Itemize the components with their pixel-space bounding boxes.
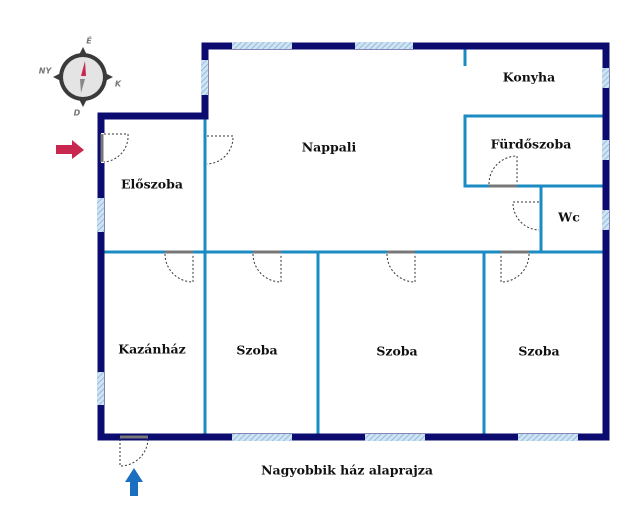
room-label-konyha: Konyha: [503, 70, 555, 85]
entry-arrow-icon: [56, 140, 84, 159]
room-label-furdoszoba: Fürdőszoba: [491, 137, 572, 152]
compass-icon: É K D NY: [39, 35, 122, 118]
room-label-szoba-3: Szoba: [518, 344, 559, 359]
room-label-nappali: Nappali: [302, 140, 357, 155]
doors: [100, 133, 540, 467]
room-label-szoba-1: Szoba: [236, 343, 277, 358]
windows: [97, 42, 609, 441]
room-label-wc: Wc: [557, 210, 580, 225]
room-label-kazanhaz: Kazánház: [118, 342, 186, 357]
compass-north-label: É: [86, 35, 92, 46]
outer-walls: [97, 42, 610, 441]
compass-south-label: D: [74, 109, 81, 118]
plan-title: Nagyobbik ház alaprajza: [261, 463, 433, 478]
room-label-eloszoba: Előszoba: [121, 177, 183, 192]
inner-walls: [100, 45, 605, 436]
side-entry-arrow-icon: [125, 468, 143, 496]
compass-east-label: K: [115, 80, 122, 89]
compass-west-label: NY: [39, 67, 53, 76]
room-label-szoba-2: Szoba: [376, 344, 417, 359]
